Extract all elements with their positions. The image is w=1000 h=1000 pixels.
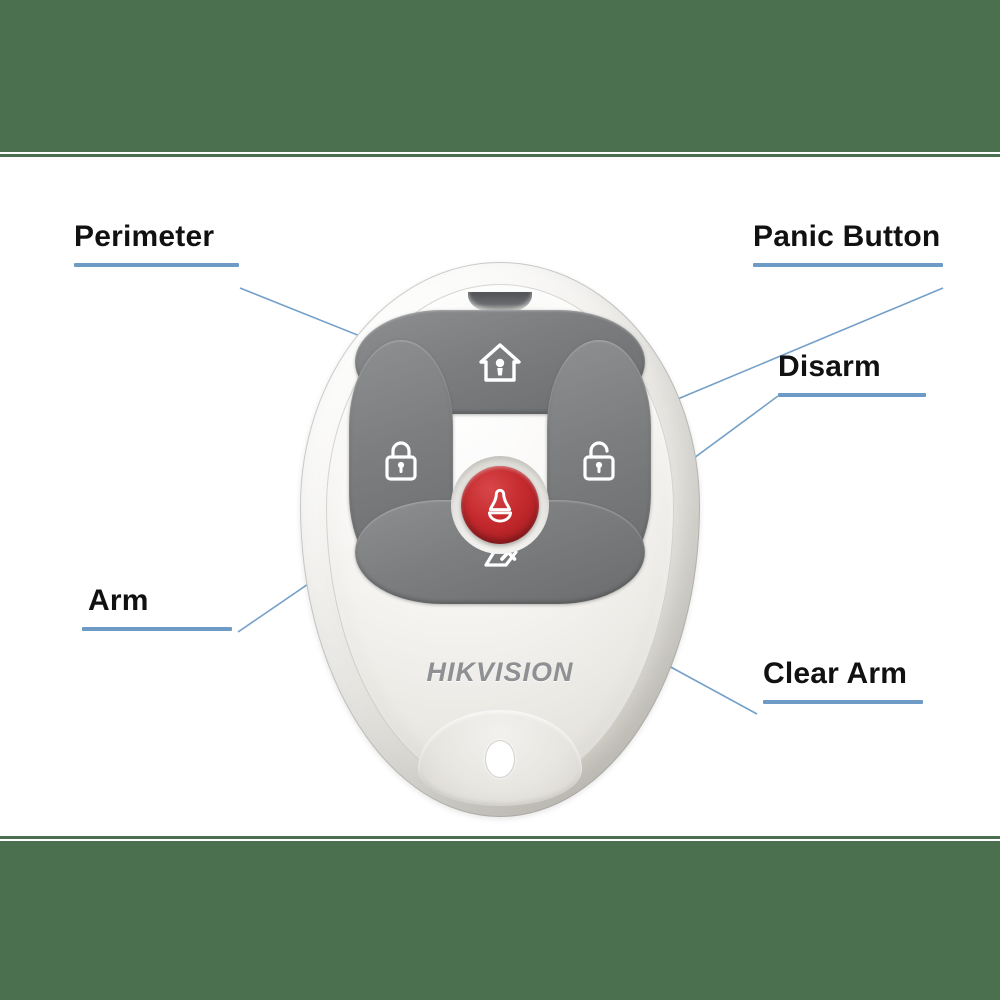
callout-label-disarm: Disarm <box>778 350 881 383</box>
panic-button[interactable] <box>461 466 539 544</box>
brand-logo: HIKVISION <box>426 657 574 687</box>
keyfob-device: HIKVISION <box>300 262 700 817</box>
keyring-hole <box>485 740 515 778</box>
unlock-icon <box>583 441 615 481</box>
callout-label-clear-arm: Clear Arm <box>763 657 908 690</box>
callout-arm: Arm <box>82 584 232 631</box>
callout-rule-arm <box>82 627 232 631</box>
callout-panic: Panic Button <box>753 222 943 267</box>
callout-perimeter: Perimeter <box>74 222 239 267</box>
bottom-green-band <box>0 841 1000 1000</box>
callout-label-arm: Arm <box>88 584 149 617</box>
callout-rule-panic <box>753 263 943 267</box>
bell-icon <box>487 488 513 523</box>
callout-clear-arm: Clear Arm <box>763 659 923 704</box>
callout-label-panic: Panic Button <box>753 220 941 253</box>
top-band-rule <box>0 154 1000 157</box>
callout-rule-disarm <box>778 393 926 397</box>
callout-rule-clear-arm <box>763 700 923 704</box>
top-green-band <box>0 0 1000 152</box>
home-lock-icon <box>479 343 521 382</box>
callout-disarm: Disarm <box>778 352 926 397</box>
bottom-band-rule <box>0 836 1000 839</box>
lock-icon <box>385 441 417 481</box>
callout-label-perimeter: Perimeter <box>74 220 215 253</box>
keypad <box>349 304 651 604</box>
led-indicator-icon <box>468 292 532 314</box>
callout-rule-perimeter <box>74 263 239 267</box>
